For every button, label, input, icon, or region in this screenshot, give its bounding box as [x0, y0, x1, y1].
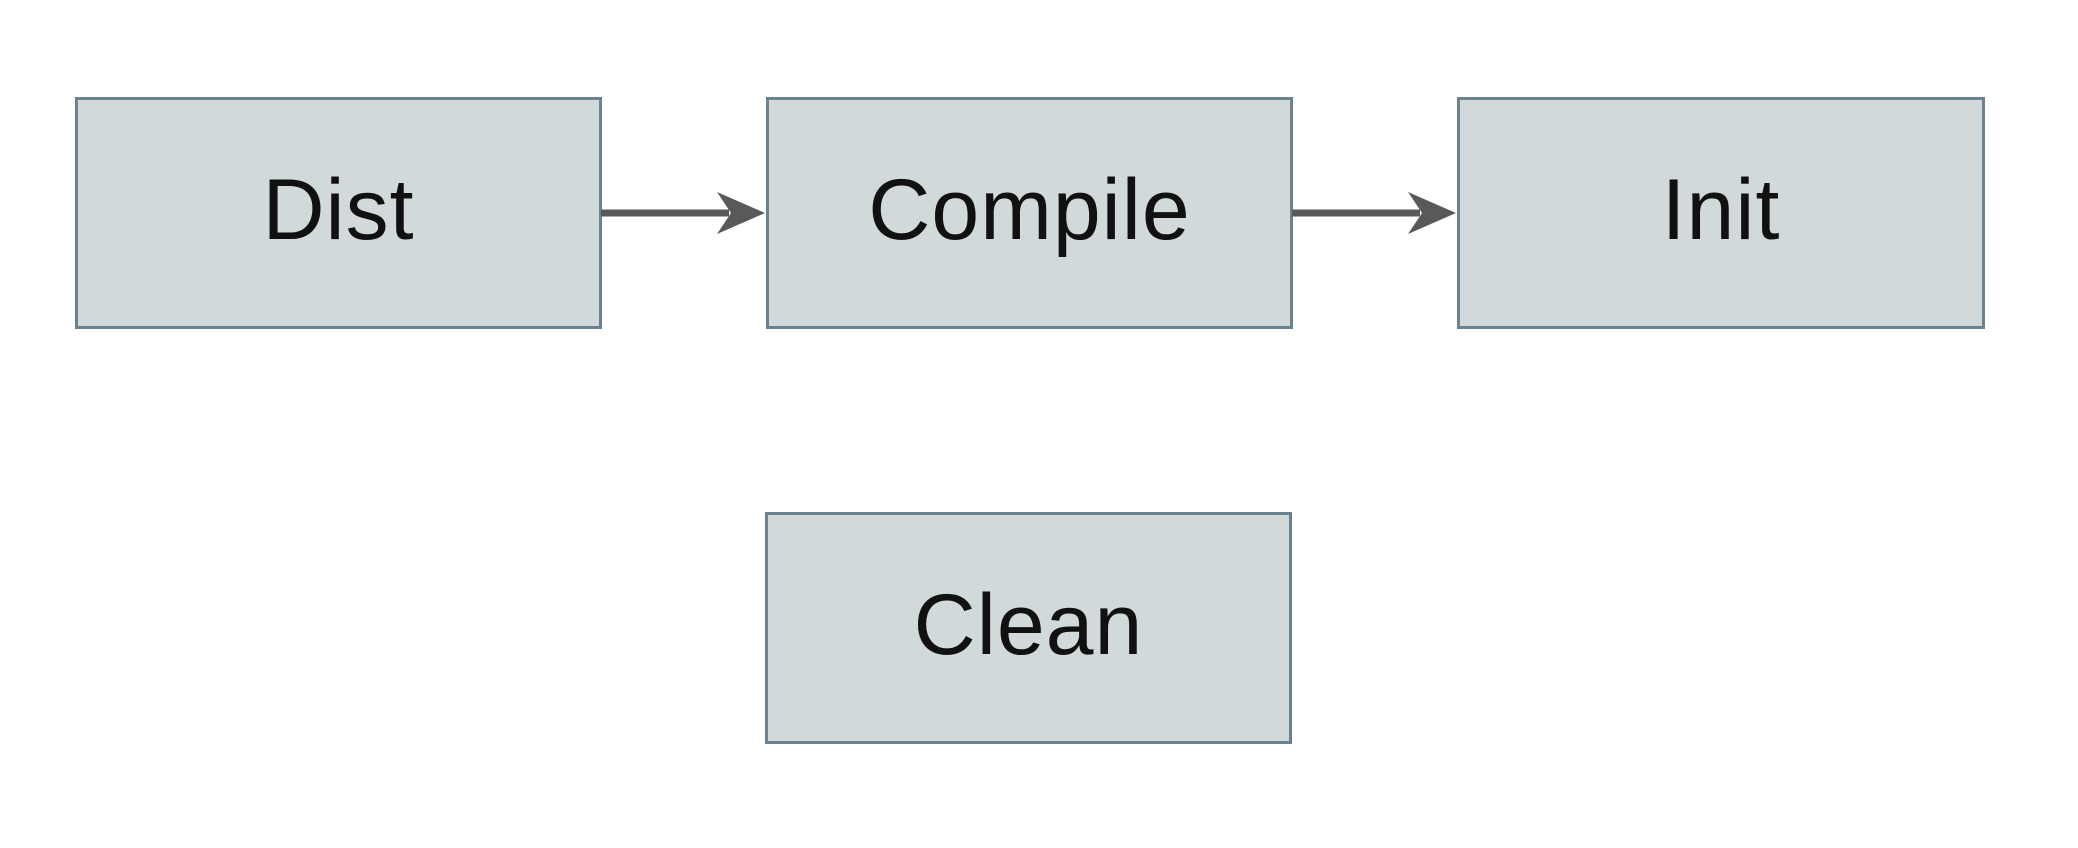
node-compile[interactable]: Compile: [766, 97, 1293, 329]
node-init-label: Init: [1661, 162, 1781, 258]
node-clean[interactable]: Clean: [765, 512, 1292, 744]
node-compile-label: Compile: [868, 162, 1191, 258]
node-clean-label: Clean: [913, 577, 1144, 673]
arrow-compile-to-init-icon: [1292, 192, 1456, 234]
node-dist-label: Dist: [262, 162, 415, 258]
node-dist[interactable]: Dist: [75, 97, 602, 329]
arrow-dist-to-compile-icon: [601, 192, 765, 234]
node-init[interactable]: Init: [1457, 97, 1985, 329]
